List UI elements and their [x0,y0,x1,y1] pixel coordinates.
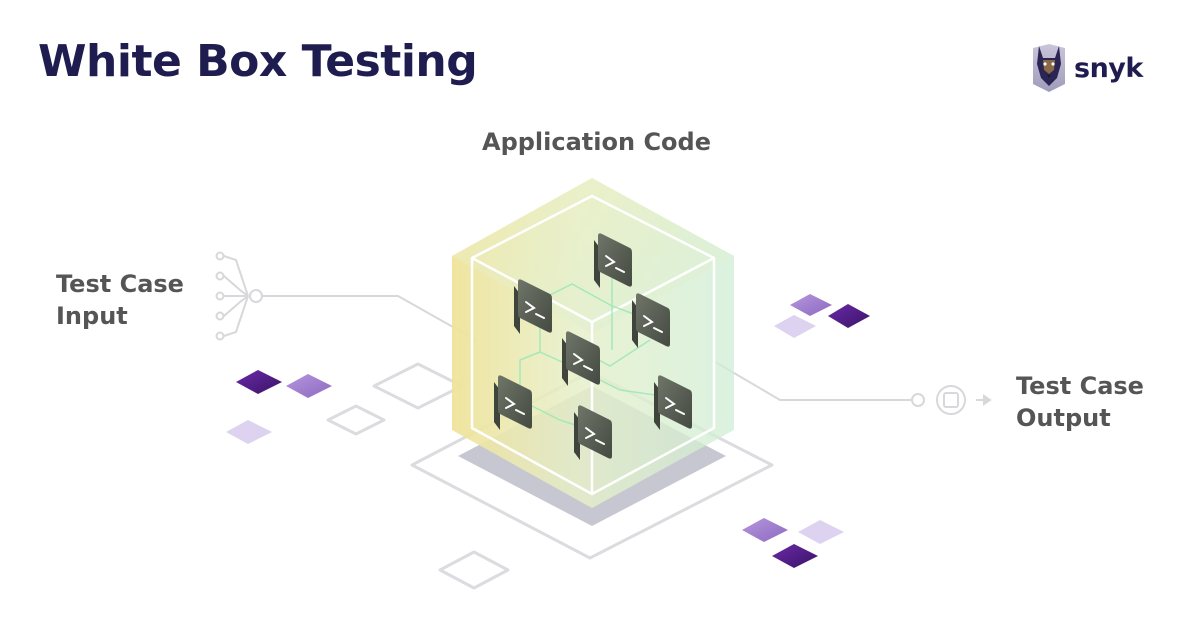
tile-mid [790,294,832,316]
terminal-prompt-icon [562,331,600,386]
input-connector [215,251,477,341]
tile-mid [286,374,332,398]
tile-mid [742,518,788,542]
terminal-prompt-icon [514,279,552,334]
code-modules [494,233,692,460]
brand-logo: snyk [1030,42,1143,94]
terminal-prompt-icon [574,405,612,460]
terminal-prompt-icon [654,375,692,430]
terminal-prompt-icon [594,233,632,288]
tile-light [226,420,272,444]
snyk-dog-logo-icon [1033,44,1065,92]
purple-tiles [226,294,870,568]
terminal-prompt-icon [494,375,532,430]
test-case-output-label: Test Case Output [1016,372,1144,432]
page-title: White Box Testing [38,36,478,87]
output-connector [711,359,992,415]
application-code-label: Application Code [482,128,711,156]
tile-dark [828,304,870,328]
tile-light [774,315,816,338]
tile-dark [772,544,818,568]
tile-light [798,520,844,544]
tile-dark [236,370,282,394]
test-case-input-label: Test Case Input [56,270,184,330]
terminal-prompt-icon [632,293,670,348]
brand-name: snyk [1074,52,1143,84]
